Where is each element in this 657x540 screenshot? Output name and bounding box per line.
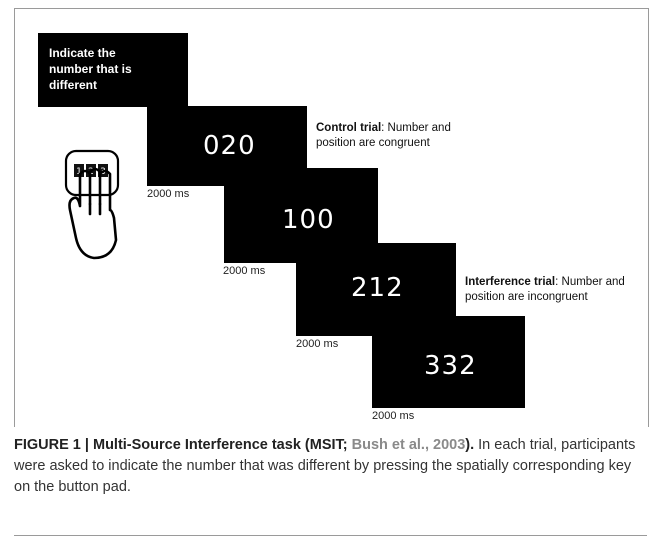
trial-digits-4: 332 — [424, 351, 477, 381]
control-trial-line2: position are congruent — [316, 137, 430, 149]
control-trial-title: Control trial — [316, 122, 382, 134]
interference-trial-label: Interference trial: Number and position … — [465, 275, 625, 305]
caption-citation-link[interactable]: Bush et al., 2003 — [351, 437, 466, 453]
figure-frame — [14, 8, 649, 427]
bottom-rule — [14, 535, 647, 536]
instruction-line-1: Indicate the — [49, 46, 116, 60]
instruction-line-2: number that is — [49, 62, 132, 76]
button-pad-hand-icon: 1 2 3 — [64, 149, 120, 260]
interference-trial-line2: position are incongruent — [465, 291, 588, 303]
figure-caption: FIGURE 1 | Multi-Source Interference tas… — [14, 435, 650, 498]
trial-duration-2: 2000 ms — [223, 265, 266, 277]
trial-duration-3: 2000 ms — [296, 338, 339, 350]
trial-screen-4: 332 — [372, 316, 525, 408]
instruction-line-3: different — [49, 78, 97, 92]
interference-trial-line1: : Number and — [555, 276, 625, 288]
caption-title-end: ). — [465, 437, 475, 453]
caption-body: In each trial, participants were asked t… — [14, 437, 636, 495]
key-1: 1 — [76, 167, 82, 177]
trial-digits-2: 100 — [282, 205, 335, 235]
trial-digits-1: 020 — [203, 131, 256, 161]
control-trial-line1: : Number and — [381, 122, 451, 134]
trial-duration-4: 2000 ms — [372, 410, 415, 422]
control-trial-label: Control trial: Number and position are c… — [316, 121, 451, 151]
interference-trial-title: Interference trial — [465, 276, 556, 288]
instruction-screen: Indicate the number that is different — [38, 33, 188, 107]
trial-duration-1: 2000 ms — [147, 188, 190, 200]
caption-title-start: FIGURE 1 | Multi-Source Interference tas… — [14, 437, 352, 453]
trial-digits-3: 212 — [351, 273, 404, 303]
